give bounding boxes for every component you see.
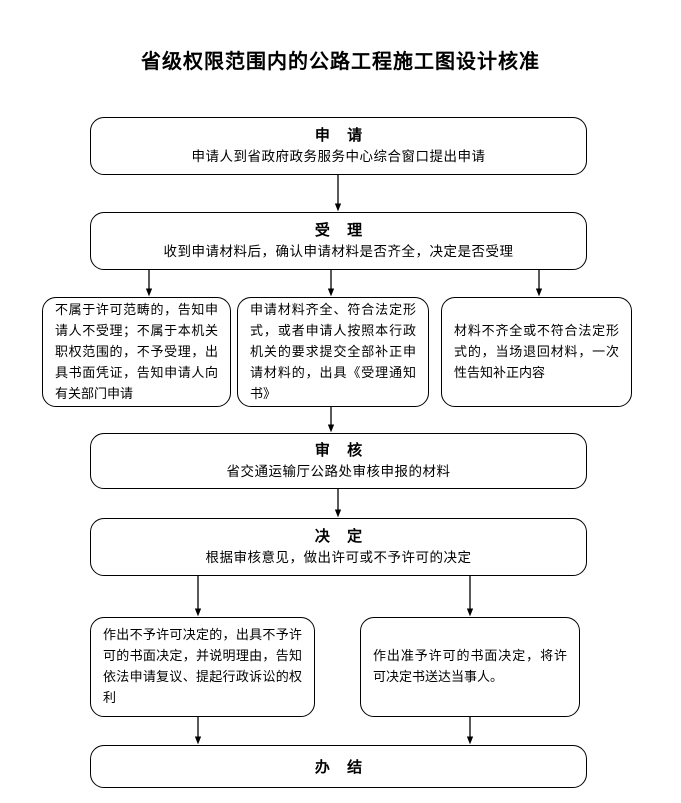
node-finish[interactable]: 办 结 bbox=[90, 745, 587, 788]
node-decision-title: 决 定 bbox=[314, 527, 369, 545]
node-decision-desc: 根据审核意见，做出许可或不予许可的决定 bbox=[205, 550, 472, 566]
node-review-title: 审 核 bbox=[314, 441, 369, 459]
node-approve[interactable]: 作出准予许可的书面决定，将许可决定书送达当事人。 bbox=[360, 617, 580, 717]
node-deny-text: 作出不予许可决定的，出具不予许可的书面决定，并说明理由，告知依法申请复议、提起行… bbox=[103, 628, 302, 706]
node-accept-title: 受 理 bbox=[314, 221, 369, 239]
node-incomplete[interactable]: 材料不齐全或不符合法定形式的，当场退回材料，一次性告知补正内容 bbox=[441, 297, 632, 407]
node-approve-text: 作出准予许可的书面决定，将许可决定书送达当事人。 bbox=[373, 649, 567, 685]
node-finish-title: 办 结 bbox=[314, 757, 369, 776]
node-accept-desc: 收到申请材料后，确认申请材料是否齐全，决定是否受理 bbox=[163, 244, 514, 260]
node-apply-title: 申 请 bbox=[314, 126, 369, 144]
node-deny[interactable]: 作出不予许可决定的，出具不予许可的书面决定，并说明理由，告知依法申请复议、提起行… bbox=[90, 617, 315, 717]
node-complete[interactable]: 申请材料齐全、符合法定形式，或者申请人按照本行政机关的要求提交全部补正申请材料的… bbox=[237, 297, 429, 407]
node-decision[interactable]: 决 定 根据审核意见，做出许可或不予许可的决定 bbox=[90, 518, 587, 576]
node-reject[interactable]: 不属于许可范畴的，告知申请人不受理；不属于本机关职权范围的，不予受理，出具书面凭… bbox=[42, 297, 231, 407]
node-reject-text: 不属于许可范畴的，告知申请人不受理；不属于本机关职权范围的，不予受理，出具书面凭… bbox=[55, 302, 218, 402]
node-accept[interactable]: 受 理 收到申请材料后，确认申请材料是否齐全，决定是否受理 bbox=[90, 212, 587, 270]
node-incomplete-text: 材料不齐全或不符合法定形式的，当场退回材料，一次性告知补正内容 bbox=[454, 323, 619, 381]
node-complete-text: 申请材料齐全、符合法定形式，或者申请人按照本行政机关的要求提交全部补正申请材料的… bbox=[250, 302, 416, 402]
node-apply-desc: 申请人到省政府政务服务中心综合窗口提出申请 bbox=[191, 149, 486, 165]
node-apply[interactable]: 申 请 申请人到省政府政务服务中心综合窗口提出申请 bbox=[90, 117, 587, 175]
node-review-desc: 省交通运输厅公路处审核申报的材料 bbox=[226, 464, 451, 480]
page-title: 省级权限范围内的公路工程施工图设计核准 bbox=[141, 49, 540, 73]
node-review[interactable]: 审 核 省交通运输厅公路处审核申报的材料 bbox=[90, 433, 587, 489]
